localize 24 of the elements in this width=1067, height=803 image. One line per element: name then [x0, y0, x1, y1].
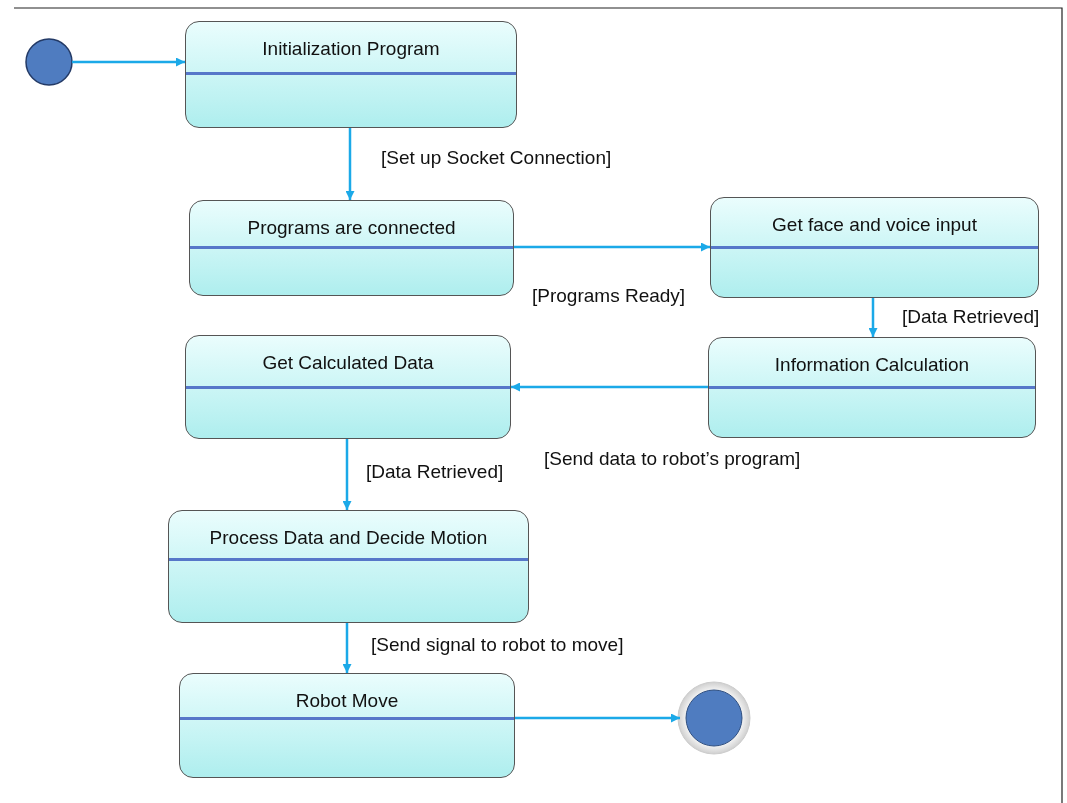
state-title: Get face and voice input	[771, 214, 978, 236]
state-box	[168, 510, 529, 623]
transition-arrow	[342, 623, 352, 673]
state-title: Information Calculation	[773, 354, 971, 376]
transition-arrow	[72, 57, 185, 67]
state-box	[708, 337, 1036, 438]
transition-arrow	[511, 382, 708, 392]
state-title: Robot Move	[294, 690, 400, 712]
state-title: Process Data and Decide Motion	[208, 527, 489, 549]
transition-arrow	[868, 298, 878, 337]
initial-state-circle	[25, 38, 73, 86]
transition-arrow	[345, 128, 355, 200]
state-box	[185, 21, 517, 128]
transition-arrow	[342, 439, 352, 510]
state-box	[179, 673, 515, 778]
transition-arrow	[514, 242, 710, 252]
state-box	[710, 197, 1039, 298]
final-state-circle	[677, 681, 751, 755]
state-title: Get Calculated Data	[261, 352, 435, 374]
transition-arrow	[515, 713, 680, 723]
state-box	[189, 200, 514, 296]
state-title: Programs are connected	[246, 217, 457, 239]
state-box	[185, 335, 511, 439]
state-title: Initialization Program	[261, 38, 441, 60]
